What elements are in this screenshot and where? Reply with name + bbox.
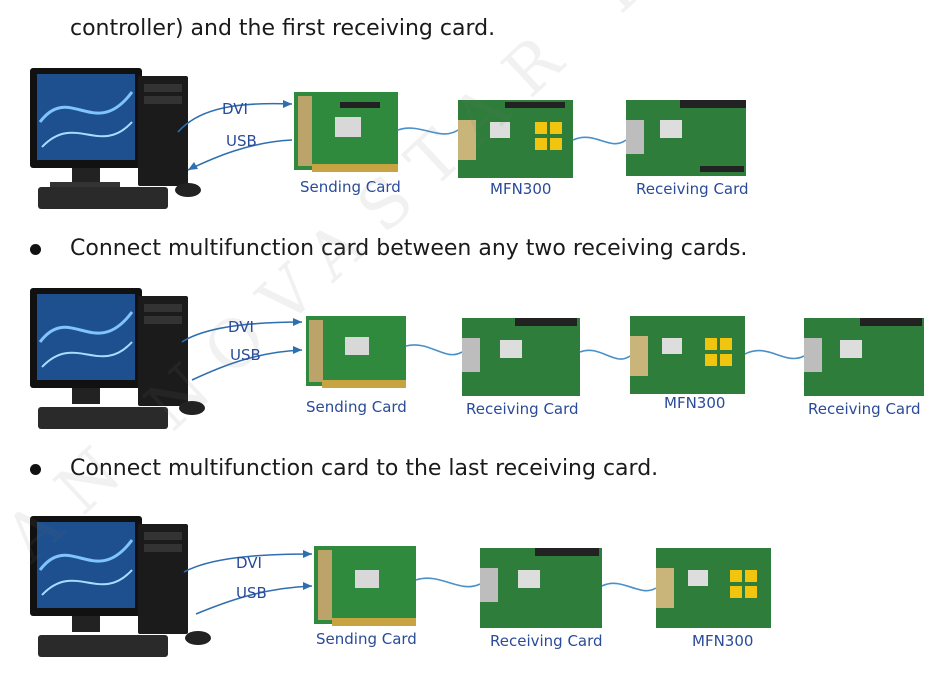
mfn300-image	[458, 100, 573, 178]
receiving-card-image	[462, 318, 580, 396]
sending-card-image	[294, 92, 398, 172]
bullet-text-between: Connect multifunction card between any t…	[70, 236, 748, 261]
dvi-label: DVI	[228, 318, 254, 336]
caption-receiving-card: Receiving Card	[490, 632, 603, 650]
diagram-first-receiving: DVI USB Sending Card MFN300 Receiving Ca…	[0, 62, 932, 222]
caption-receiving-card: Receiving Card	[808, 400, 921, 418]
diagram-3-graphic	[30, 516, 771, 657]
sending-card-image	[306, 316, 406, 388]
caption-mfn300: MFN300	[664, 394, 726, 412]
sending-card-image	[314, 546, 416, 626]
receiving-card-image	[626, 100, 746, 176]
caption-mfn300: MFN300	[692, 632, 754, 650]
computer-icon	[30, 288, 205, 429]
diagram-2-graphic	[30, 288, 924, 429]
diagram-1-graphic	[30, 68, 746, 209]
caption-receiving-card: Receiving Card	[466, 400, 579, 418]
receiving-card-image	[804, 318, 924, 396]
computer-icon	[30, 68, 201, 209]
bullet-icon	[30, 244, 41, 255]
caption-sending-card: Sending Card	[316, 630, 417, 648]
computer-icon	[30, 516, 211, 657]
dvi-label: DVI	[236, 554, 262, 572]
usb-label: USB	[226, 132, 257, 150]
caption-sending-card: Sending Card	[306, 398, 407, 416]
caption-sending-card: Sending Card	[300, 178, 401, 196]
bullet-icon	[30, 464, 41, 475]
usb-label: USB	[230, 346, 261, 364]
diagram-between-receiving: DVI USB Sending Card Receiving Card MFN3…	[0, 282, 932, 442]
diagram-last-receiving: DVI USB Sending Card Receiving Card MFN3…	[0, 510, 932, 670]
dvi-label: DVI	[222, 100, 248, 118]
caption-mfn300: MFN300	[490, 180, 552, 198]
mfn300-image	[656, 548, 771, 628]
mfn300-image	[630, 316, 745, 394]
bullet-text-last: Connect multifunction card to the last r…	[70, 456, 659, 481]
intro-text: controller) and the first receiving card…	[70, 16, 496, 41]
receiving-card-image	[480, 548, 602, 628]
caption-receiving-card: Receiving Card	[636, 180, 749, 198]
usb-label: USB	[236, 584, 267, 602]
